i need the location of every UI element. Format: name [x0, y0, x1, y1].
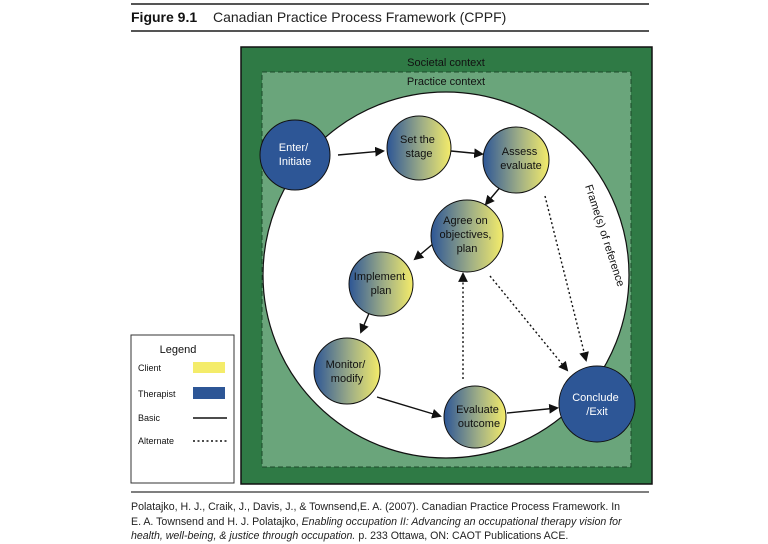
legend-therapist-swatch: [193, 387, 225, 399]
legend-box: [130, 334, 235, 484]
node-enter: Enter/ Initiate: [259, 119, 331, 191]
arrow-agree-implement: [413, 242, 435, 261]
node-set-stage-circle: [386, 115, 452, 181]
dotted-assess-conclude: [544, 195, 589, 362]
citation-text: Polatajko, H. J., Craik, J., Davis, J., …: [131, 501, 621, 528]
node-agree-circle: [430, 199, 504, 273]
arrow-evaluate-conclude: [506, 403, 559, 414]
legend-alternate-label: Alternate: [138, 436, 174, 446]
legend-title: Legend: [160, 344, 197, 356]
node-enter-label: Enter/ Initiate: [279, 142, 311, 168]
node-evaluate-circle: [443, 385, 507, 449]
node-evaluate-label: Evaluate outcome: [456, 404, 502, 430]
node-implement: Implement plan: [348, 251, 414, 317]
arrow-enter-stage: [337, 146, 385, 157]
legend-client-label: Client: [138, 363, 162, 373]
legend-therapist-label: Therapist: [138, 389, 176, 399]
arrow-stage-assess: [450, 148, 484, 159]
legend-client-swatch: [193, 362, 225, 373]
node-conclude: Conclude /Exit: [558, 365, 636, 443]
node-monitor-circle: [313, 337, 381, 405]
node-enter-circle: [259, 119, 331, 191]
citation-publisher: p. 233 Ottawa, ON: CAOT Publications ACE…: [355, 530, 569, 542]
node-evaluate: Evaluate outcome: [443, 385, 507, 449]
top-rule: [131, 3, 649, 5]
arrow-monitor-evaluate: [376, 396, 442, 419]
arrow-implement-monitor: [359, 310, 371, 334]
node-set-stage-label: Set the stage: [400, 134, 438, 160]
node-conclude-circle: [558, 365, 636, 443]
node-assess-label: Assess evaluate: [500, 146, 542, 172]
node-agree: Agree on objectives, plan: [430, 199, 504, 273]
node-implement-label: Implement plan: [354, 271, 408, 297]
figure-title: Canadian Practice Process Framework (CPP…: [213, 9, 507, 25]
node-agree-label: Agree on objectives, plan: [439, 215, 494, 255]
societal-context-label: Societal context: [407, 57, 485, 69]
legend-basic-label: Basic: [138, 413, 161, 423]
node-set-stage: Set the stage: [386, 115, 452, 181]
node-assess: Assess evaluate: [482, 126, 550, 194]
node-monitor: Monitor/ modify: [313, 337, 381, 405]
citation-book-title: Enabling occupation II: Advancing an occ…: [131, 515, 622, 543]
practice-context-label: Practice context: [407, 76, 485, 88]
node-implement-circle: [348, 251, 414, 317]
node-conclude-label: Conclude /Exit: [572, 392, 622, 418]
legend: Legend Client Therapist Basic Alternate: [130, 334, 235, 484]
node-monitor-label: Monitor/ modify: [326, 359, 369, 385]
connectors: [337, 146, 589, 419]
node-assess-circle: [482, 126, 550, 194]
citation: Polatajko, H. J., Craik, J., Davis, J., …: [131, 500, 631, 544]
figure-label: Figure 9.1: [131, 9, 198, 25]
header-bottom-rule: [131, 30, 649, 32]
